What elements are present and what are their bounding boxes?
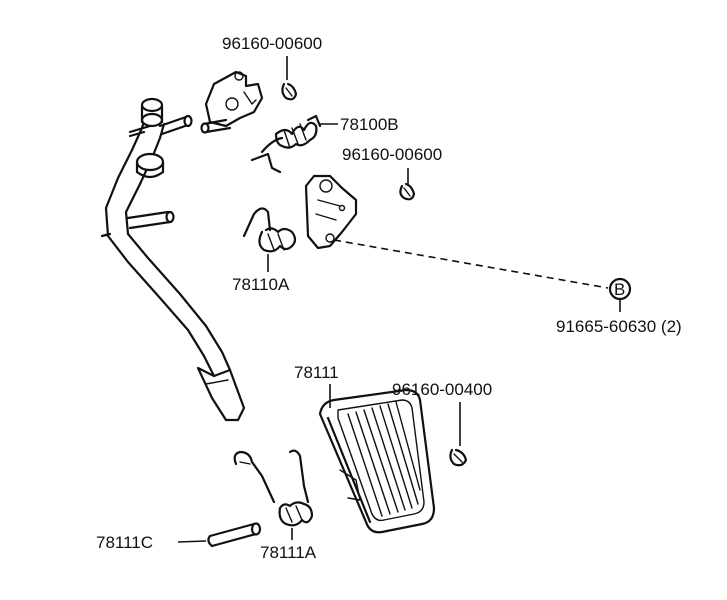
ref-b-letter: B (614, 280, 625, 299)
clip-96160-00600-top (281, 56, 298, 101)
ref-b-marker: B (608, 277, 632, 312)
label-spring-78111a: 78111A (260, 543, 317, 562)
label-spring-78100b: 78100B (340, 115, 399, 134)
label-pad: 78111 (294, 363, 339, 382)
lever-plate (304, 174, 358, 250)
pin-78111c (177, 522, 262, 548)
clip-96160-00400 (449, 402, 468, 467)
spring-78111a (233, 449, 314, 540)
ref-b-dashed-line (333, 239, 609, 289)
bracket-top (200, 70, 264, 134)
pedal-pad-78111 (318, 384, 436, 534)
spring-78110a (242, 207, 297, 272)
label-bolt: 91665-60630 (2) (556, 317, 682, 336)
label-spring-78110a: 78110A (232, 275, 290, 294)
label-clip-top: 96160-00600 (222, 34, 322, 53)
spring-78100b (250, 114, 338, 174)
label-clip-pad: 96160-00400 (392, 380, 492, 399)
label-pin: 78111C (96, 533, 153, 552)
pedal-arm (100, 97, 246, 422)
label-clip-mid: 96160-00600 (342, 145, 442, 164)
clip-96160-00600-mid (399, 168, 416, 201)
